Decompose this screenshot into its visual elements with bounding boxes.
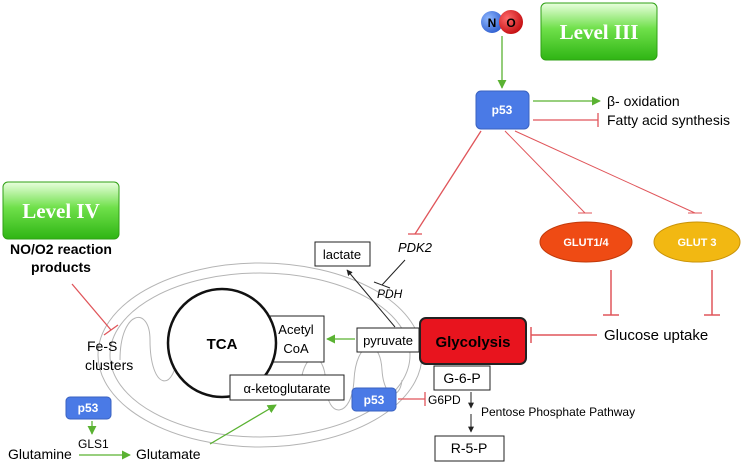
p53-node-right: p53 xyxy=(351,387,397,412)
inhibit-pdk2-pdh xyxy=(373,259,406,289)
pyruvate-label: pyruvate xyxy=(363,333,413,348)
no-products-label-line1: NO/O2 reaction xyxy=(10,241,112,257)
level-iii-label: Level III xyxy=(560,20,639,44)
glucose-uptake-label: Glucose uptake xyxy=(604,327,708,344)
beta-oxidation-label: β- oxidation xyxy=(607,93,680,109)
glut14-label: GLUT1/4 xyxy=(563,237,609,249)
coa-label: CoA xyxy=(283,341,309,356)
level-iii-badge: Level III xyxy=(540,2,658,61)
inhibit-products-fes xyxy=(71,283,119,336)
fatty-acid-synthesis-label: Fatty acid synthesis xyxy=(607,112,730,128)
gls1-label: GLS1 xyxy=(78,437,109,451)
inhibit-p53-fatty-acid xyxy=(533,113,599,127)
oxygen-atom-icon xyxy=(499,10,523,34)
glutamine-label: Glutamine xyxy=(8,446,72,462)
inhibit-p53-glut3 xyxy=(514,130,702,214)
lactate-node: lactate xyxy=(314,241,371,267)
p53-label-top: p53 xyxy=(492,103,513,117)
glutamate-label: Glutamate xyxy=(136,446,201,462)
inhibit-p53-g6pd xyxy=(398,392,426,406)
glycolysis-node: Glycolysis xyxy=(419,317,527,365)
acetyl-label: Acetyl xyxy=(278,322,314,337)
p53-label-right: p53 xyxy=(364,393,385,407)
glut3-node: GLUT 3 xyxy=(653,221,741,263)
p53-node-top: p53 xyxy=(475,90,530,130)
glut14-node: GLUT1/4 xyxy=(539,221,633,263)
pentose-phosphate-pathway-label: Pentose Phosphate Pathway xyxy=(481,405,635,419)
nitric-oxide-molecule: N O xyxy=(481,10,523,34)
tca-cycle-node: TCA xyxy=(166,287,278,399)
level-iv-label: Level IV xyxy=(22,199,100,223)
fe-s-label-line1: Fe-S xyxy=(87,338,117,354)
alpha-ketoglutarate-node: α-ketoglutarate xyxy=(229,374,345,401)
p53-node-left: p53 xyxy=(65,396,112,420)
pdh-label: PDH xyxy=(377,287,403,301)
inhibit-glucose-glycolysis xyxy=(530,327,597,343)
glycolysis-label: Glycolysis xyxy=(435,334,510,351)
lactate-label: lactate xyxy=(323,247,361,262)
p53-label-left: p53 xyxy=(78,401,99,415)
inhibit-glut14-glucose xyxy=(603,270,619,316)
level-iv-badge: Level IV xyxy=(2,181,120,240)
glut3-label: GLUT 3 xyxy=(677,237,716,249)
inhibit-p53-glut14 xyxy=(504,130,592,214)
arrow-glutamate-to-akg xyxy=(209,404,277,445)
arrow-pyruvate-to-lactate xyxy=(346,269,396,328)
pyruvate-node: pyruvate xyxy=(356,327,420,353)
r5p-label: R-5-P xyxy=(451,440,488,456)
no-products-label-line2: products xyxy=(31,259,91,275)
r5p-node: R-5-P xyxy=(434,435,505,462)
g6p-node: G-6-P xyxy=(433,365,491,391)
fe-s-label-line2: clusters xyxy=(85,357,133,373)
g6pd-label: G6PD xyxy=(428,393,461,407)
nitrogen-label: N xyxy=(488,16,497,30)
inhibit-glut3-glucose xyxy=(704,270,720,316)
inhibit-p53-pdk2 xyxy=(408,130,482,235)
tca-label: TCA xyxy=(207,336,238,353)
alpha-ketoglutarate-label: α-ketoglutarate xyxy=(243,381,330,396)
g6p-label: G-6-P xyxy=(443,370,480,386)
pdk2-label: PDK2 xyxy=(398,240,433,255)
acetyl-coa-node: Acetyl CoA xyxy=(267,315,325,363)
oxygen-label: O xyxy=(506,16,515,30)
nitrogen-atom-icon xyxy=(481,11,503,33)
